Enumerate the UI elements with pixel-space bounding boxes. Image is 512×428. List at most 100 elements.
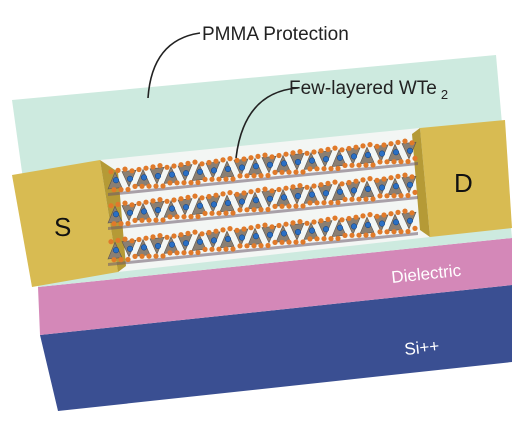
te-atom xyxy=(405,158,411,165)
te-atom xyxy=(391,193,397,199)
te-atom xyxy=(262,152,268,158)
te-atom xyxy=(279,169,285,175)
te-atom xyxy=(409,140,415,146)
te-atom xyxy=(108,203,114,209)
te-atom xyxy=(251,173,257,179)
w-atom xyxy=(350,223,358,230)
te-atom xyxy=(381,142,387,148)
te-atom xyxy=(381,176,387,182)
te-atom xyxy=(153,253,159,259)
te-atom xyxy=(283,151,289,157)
w-atom xyxy=(252,197,260,204)
te-atom xyxy=(335,235,341,242)
te-atom xyxy=(325,216,331,222)
te-atom xyxy=(360,143,366,149)
te-atom xyxy=(276,222,282,229)
te-atom xyxy=(374,213,380,219)
te-atom xyxy=(293,239,299,245)
te-atom xyxy=(164,164,170,170)
te-atom xyxy=(353,214,359,220)
te-atom xyxy=(342,196,348,202)
te-atom xyxy=(360,177,366,183)
wte2-label-main: Few-layered WTe xyxy=(289,78,437,99)
te-atom xyxy=(220,191,226,197)
te-atom xyxy=(188,214,194,220)
te-atom xyxy=(129,168,135,174)
te-atom xyxy=(227,226,233,232)
drain-electrode-edge xyxy=(412,128,430,237)
te-atom xyxy=(125,186,131,193)
te-atom xyxy=(377,229,383,235)
te-atom xyxy=(160,183,166,189)
te-atom xyxy=(216,210,222,216)
te-atom xyxy=(356,162,362,168)
te-atom xyxy=(139,183,145,189)
te-atom xyxy=(234,227,240,233)
w-atom xyxy=(280,230,288,237)
te-atom xyxy=(328,236,334,242)
te-atom xyxy=(283,221,289,227)
te-atom xyxy=(269,154,275,160)
te-atom xyxy=(314,236,320,242)
te-atom xyxy=(244,173,250,179)
te-atom xyxy=(146,217,152,223)
w-atom xyxy=(350,153,358,160)
te-atom xyxy=(307,200,313,206)
te-atom xyxy=(388,211,394,217)
te-atom xyxy=(174,250,180,256)
te-atom xyxy=(209,246,215,252)
te-atom xyxy=(220,157,226,163)
te-atom xyxy=(405,192,411,199)
te-atom xyxy=(171,163,177,169)
te-atom xyxy=(321,166,327,172)
te-atom xyxy=(178,232,184,238)
te-atom xyxy=(157,197,163,203)
te-atom xyxy=(199,161,205,167)
w-atom xyxy=(322,190,330,197)
te-atom xyxy=(178,162,184,168)
te-atom xyxy=(223,210,229,216)
te-atom xyxy=(332,145,338,151)
w-atom xyxy=(154,172,162,180)
te-atom xyxy=(115,201,121,207)
w-atom xyxy=(168,205,176,212)
te-atom xyxy=(192,229,198,235)
w-atom xyxy=(112,247,120,254)
te-atom xyxy=(377,159,383,165)
w-atom xyxy=(364,221,372,229)
w-atom xyxy=(126,209,134,216)
w-atom xyxy=(182,204,190,211)
te-atom xyxy=(248,225,254,231)
te-atom xyxy=(185,160,191,166)
te-atom xyxy=(363,232,369,238)
te-atom xyxy=(388,175,394,181)
te-atom xyxy=(297,149,303,155)
te-atom xyxy=(311,149,317,155)
te-atom xyxy=(206,229,212,236)
te-atom xyxy=(213,158,219,164)
te-atom xyxy=(227,190,233,196)
te-atom xyxy=(395,173,401,179)
te-atom xyxy=(412,189,418,195)
te-atom xyxy=(297,219,303,225)
w-atom xyxy=(378,220,386,227)
te-atom xyxy=(318,182,324,188)
te-atom xyxy=(132,183,138,189)
te-atom xyxy=(402,172,408,178)
te-atom xyxy=(136,200,142,207)
w-atom xyxy=(266,161,274,168)
te-atom xyxy=(118,221,124,227)
te-atom xyxy=(370,232,376,238)
te-atom xyxy=(108,169,114,175)
w-atom xyxy=(322,156,330,163)
te-atom xyxy=(223,176,229,182)
te-atom xyxy=(405,228,411,235)
w-atom xyxy=(378,184,386,191)
te-atom xyxy=(136,236,142,243)
w-atom xyxy=(280,194,288,201)
w-atom xyxy=(266,195,274,202)
te-atom xyxy=(230,246,236,252)
te-atom xyxy=(384,159,390,165)
